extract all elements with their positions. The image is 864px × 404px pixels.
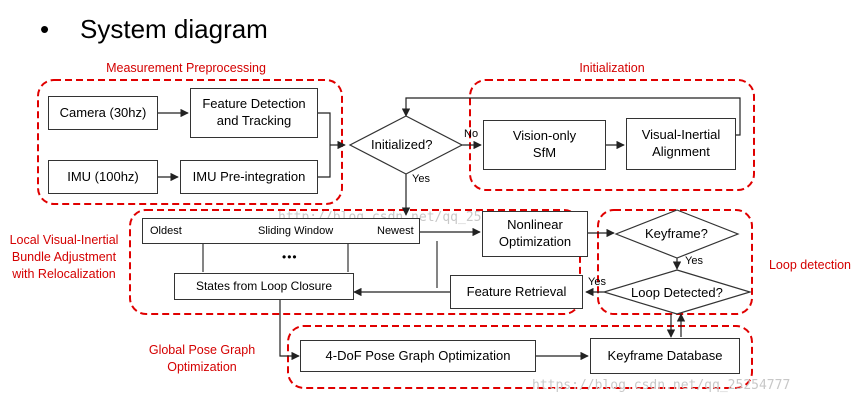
group-initialization	[469, 79, 755, 191]
loop-detected-decision: Loop Detected?	[631, 285, 723, 300]
vision-sfm-node: Vision-only SfM	[483, 120, 606, 170]
sliding-window-box	[142, 218, 420, 244]
group-label-initialization: Initialization	[579, 61, 645, 75]
keyframe-decision-shape	[614, 209, 740, 259]
nonlinear-optimization-node: Nonlinear Optimization	[482, 211, 588, 257]
initialized-decision-shape	[348, 115, 464, 175]
bullet-point: •	[40, 14, 50, 44]
sliding-window-oldest: Oldest	[150, 225, 182, 237]
pose-graph-node: 4-DoF Pose Graph Optimization	[300, 340, 536, 372]
edge-label-yes-loop: Yes	[588, 276, 606, 288]
feature-retrieval-node: Feature Retrieval	[450, 275, 583, 309]
imu-preintegration-node: IMU Pre-integration	[180, 160, 318, 194]
group-label-measurement: Measurement Preprocessing	[106, 61, 266, 75]
feature-tracking-node: Feature Detection and Tracking	[190, 88, 318, 138]
keyframe-database-node: Keyframe Database	[590, 338, 740, 374]
edge-label-yes-keyframe: Yes	[685, 255, 703, 267]
group-local-ba	[129, 209, 581, 315]
vi-alignment-node: Visual-Inertial Alignment	[626, 118, 736, 170]
edge-label-no: No	[464, 128, 479, 140]
sliding-window-title: Sliding Window	[258, 225, 334, 237]
edge-label-yes-initialized: Yes	[412, 173, 430, 185]
watermark-bottom: https://blog.csdn.net/qq_25254777	[532, 378, 791, 393]
loop-detected-decision-shape	[601, 269, 753, 315]
loop-closure-states-node: States from Loop Closure	[174, 273, 354, 300]
imu-node: IMU (100hz)	[48, 160, 158, 194]
group-loop-detection	[597, 209, 753, 315]
group-label-loop-detection: Loop detection	[768, 258, 851, 272]
initialized-decision: Initialized?	[371, 137, 433, 152]
camera-node: Camera (30hz)	[48, 96, 158, 130]
group-global-pose-graph	[287, 325, 753, 389]
group-label-local-ba: Local Visual-Inertial Bundle Adjustment …	[9, 233, 119, 281]
sliding-window-newest: Newest	[377, 225, 414, 237]
group-label-global-pose: Global Pose Graph Optimization	[148, 343, 256, 374]
keyframe-decision: Keyframe?	[645, 226, 708, 241]
sliding-window-ellipsis: •••	[282, 250, 298, 264]
page-title: System diagram	[80, 14, 268, 44]
